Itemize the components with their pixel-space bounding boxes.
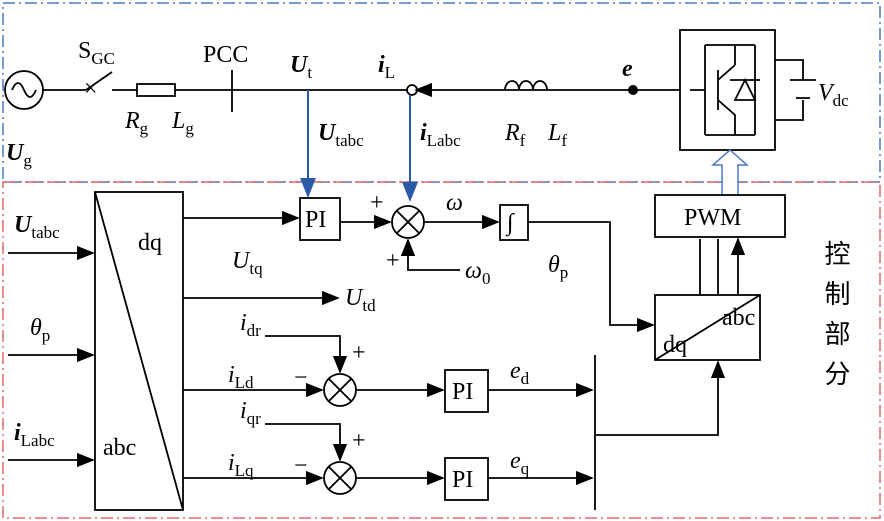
source-label: Ug <box>6 140 32 170</box>
filter-inductor-icon <box>504 80 548 91</box>
d-minus: − <box>294 365 308 391</box>
iqr-label: iqr <box>240 398 261 428</box>
q-pi-block <box>444 457 489 501</box>
eq-label: eq <box>510 448 530 478</box>
ild-label: iLd <box>228 362 254 392</box>
abc-dq-transform-block <box>94 191 184 511</box>
d-pi-label: PI <box>452 379 473 405</box>
pcc-label: PCC <box>203 42 248 68</box>
ilq-label: iLq <box>228 450 254 480</box>
ut-label: Ut <box>290 52 312 82</box>
grid-source-icon <box>4 70 44 110</box>
dq-abc-transform-block <box>654 294 761 361</box>
rf-label: Rf <box>504 120 526 150</box>
q-minus: − <box>294 453 308 479</box>
grid-resistor-icon <box>136 83 176 97</box>
dqabc-top-label: abc <box>722 305 755 331</box>
utabc-label: Utabc <box>318 120 364 150</box>
transform-dq-label: dq <box>138 230 162 256</box>
control-section-border <box>2 181 881 519</box>
integrator-block <box>499 204 529 241</box>
d-summer-icon <box>323 373 357 407</box>
control-section-title: 控制部分 <box>820 240 850 400</box>
il-label: iL <box>378 52 395 82</box>
transform-abc-label: abc <box>103 435 136 461</box>
pwm-block <box>654 194 786 238</box>
pll-plus-1: + <box>370 190 384 216</box>
input-theta-label: θp <box>30 315 50 345</box>
utq-label: Utq <box>232 248 263 278</box>
lg-label: Lg <box>171 108 194 138</box>
omega-label: ω <box>446 190 463 216</box>
lf-label: Lf <box>547 120 567 150</box>
vdc-label: Vdc <box>818 80 849 110</box>
dc-source-icon <box>790 79 816 99</box>
ed-label: ed <box>510 358 530 388</box>
q-pi-label: PI <box>452 467 473 493</box>
input-utabc-label: Utabc <box>14 212 60 242</box>
d-pi-block <box>444 369 489 413</box>
pll-summer-icon <box>391 205 425 239</box>
svg-text:×: × <box>84 76 98 102</box>
current-sensor-icon <box>406 82 433 98</box>
dqabc-bottom-label: dq <box>663 332 687 358</box>
switch-label: SGC <box>78 38 115 68</box>
idr-label: idr <box>240 310 261 340</box>
integrator-label: ∫ <box>505 210 515 237</box>
rg-label: Rg <box>124 108 149 138</box>
pwm-to-inverter-arrow <box>711 148 749 195</box>
e-label: e <box>622 56 633 82</box>
switch-icon: × <box>84 71 113 102</box>
pll-pi-label: PI <box>305 207 326 233</box>
pll-pi-block <box>299 197 341 241</box>
d-plus: + <box>352 340 366 366</box>
omega0-label: ω0 <box>465 258 490 288</box>
utd-label: Utd <box>345 285 376 315</box>
inverter-icon <box>679 29 776 151</box>
ilabc-label: iLabc <box>420 120 461 150</box>
q-summer-icon <box>323 461 357 495</box>
input-ilabc-label: iLabc <box>14 420 55 450</box>
pll-plus-2: + <box>386 248 400 274</box>
pwm-label: PWM <box>684 205 741 231</box>
theta-p-label: θp <box>548 252 568 282</box>
q-plus: + <box>352 428 366 454</box>
